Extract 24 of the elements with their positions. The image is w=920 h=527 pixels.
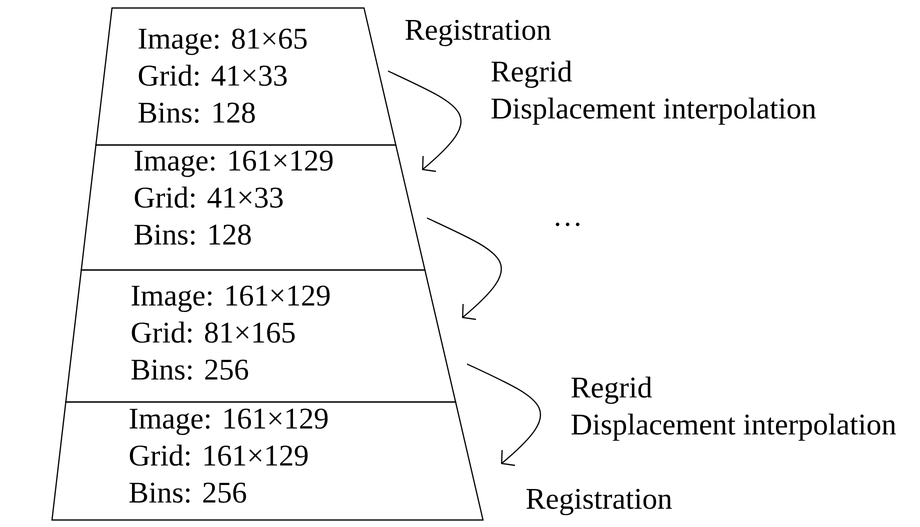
spec-text: Grid: 81×165 — [132, 322, 295, 343]
edge-label: Regrid Displacement interpolation — [571, 376, 896, 441]
curved-arrow — [388, 70, 462, 172]
spec-text: Bins: 256 — [131, 360, 248, 380]
spec-text: Image: 161×129 — [134, 150, 333, 177]
spec-text: Grid: 41×33 — [134, 186, 283, 208]
pyramid-band — [65, 269, 456, 403]
curved-arrow — [426, 217, 502, 320]
edge-label: … — [556, 222, 580, 226]
spec-text: Image: 81×65 — [138, 28, 307, 56]
spec-text: Grid: 161×129 — [130, 444, 308, 466]
pyramid-band — [51, 401, 484, 521]
edge-label: Regrid Displacement interpolation — [491, 60, 816, 125]
spec-text: Bins: 256 — [129, 482, 246, 503]
curved-arrow — [466, 363, 542, 466]
pyramid-band — [80, 144, 426, 271]
spec-text: Image: 161×129 — [132, 286, 330, 312]
spec-text: Image: 161×129 — [130, 408, 328, 435]
spec-text: Bins: 128 — [134, 224, 251, 245]
spec-text: Grid: 41×33 — [138, 64, 287, 86]
step-label: Registration — [526, 488, 672, 516]
spec-text: Bins: 128 — [138, 102, 255, 123]
step-label: Registration — [405, 20, 551, 46]
pyramid-band — [95, 7, 397, 146]
